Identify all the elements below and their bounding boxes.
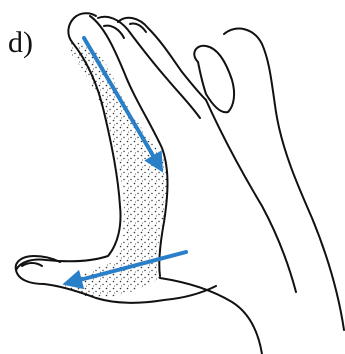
hand-outline — [16, 13, 344, 354]
back-of-hand-outline — [224, 29, 344, 330]
wrist-crease — [206, 100, 296, 292]
thumb-nail — [22, 263, 42, 266]
little-finger-outline — [194, 46, 234, 113]
